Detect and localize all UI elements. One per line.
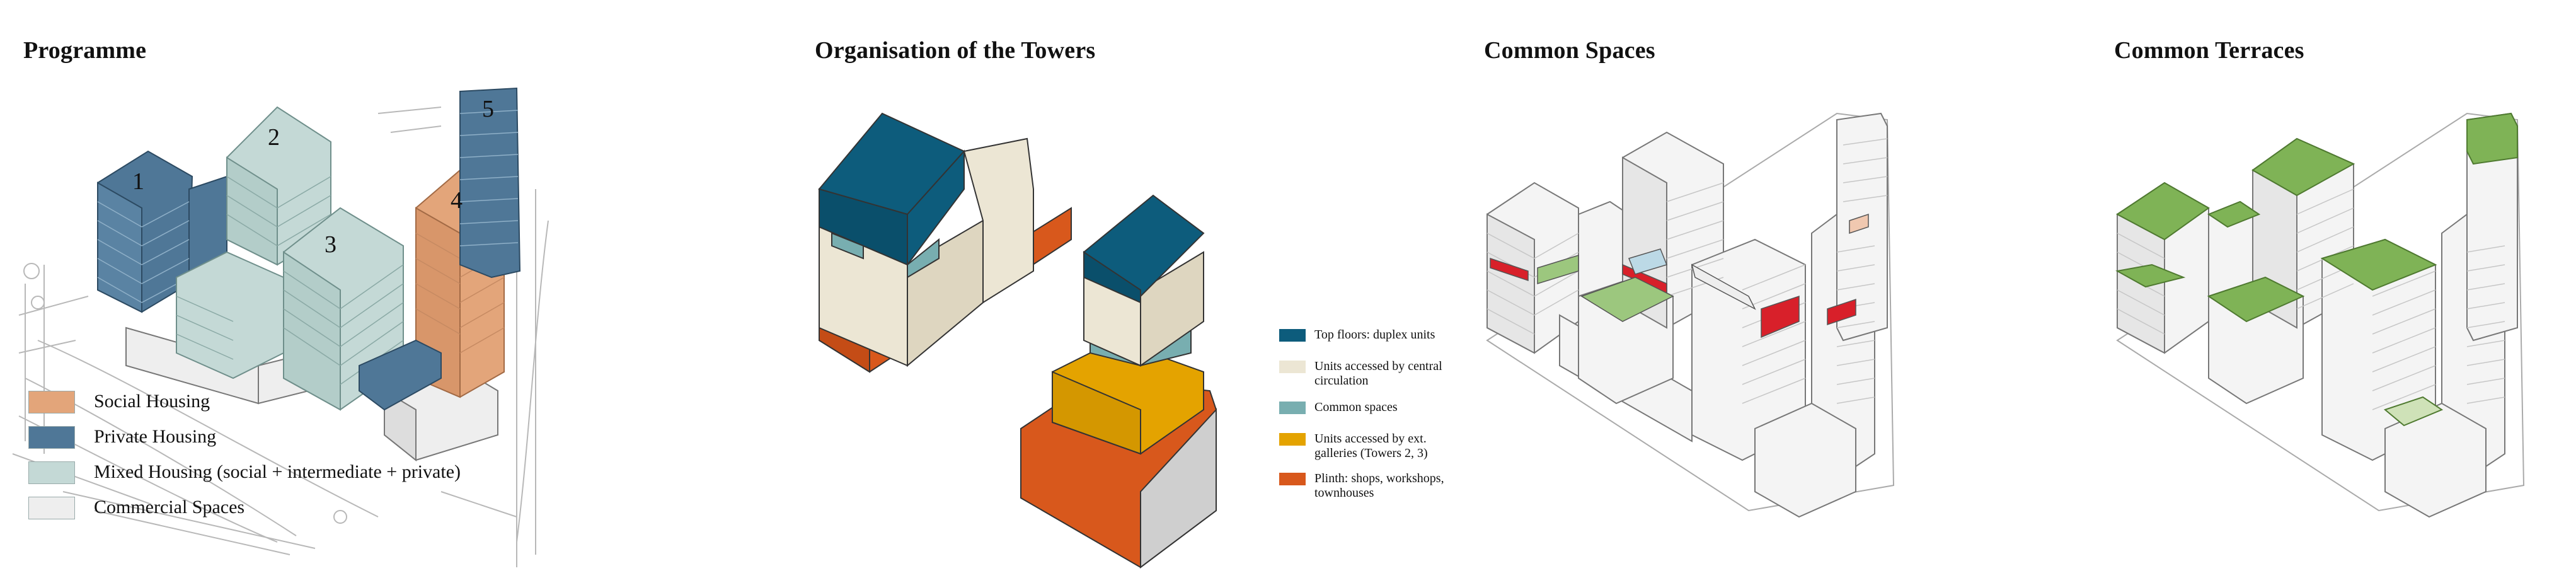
legend-swatch-mixed xyxy=(28,461,75,484)
legend-label: Common spaces xyxy=(1314,400,1398,414)
programme-title: Programme xyxy=(23,37,147,64)
common-terraces-panel: Common Terraces xyxy=(2114,0,2555,578)
site-outline xyxy=(2116,112,2525,512)
legend-item-top-floors: Top floors: duplex units xyxy=(1279,328,1463,342)
legend-swatch-galleries xyxy=(1279,433,1306,446)
tower-3-and-blocks xyxy=(176,207,404,411)
legend-item-private-housing: Private Housing xyxy=(28,426,216,449)
legend-swatch-plinth xyxy=(1279,473,1306,485)
tower-2 xyxy=(226,106,331,266)
legend-label: Units accessed by ext. galleries (Towers… xyxy=(1314,432,1428,460)
organisation-title: Organisation of the Towers xyxy=(815,37,1096,64)
legend-swatch-common xyxy=(1279,402,1306,414)
common-spaces-panel: Common Spaces xyxy=(1484,0,1925,578)
organisation-legend: Top floors: duplex units Units accessed … xyxy=(1279,328,1475,517)
tower-label-2: 2 xyxy=(268,124,280,151)
legend-item-mixed-housing: Mixed Housing (social + intermediate + p… xyxy=(28,461,461,484)
site-outline xyxy=(1486,112,1895,512)
legend-label: Plinth: shops, workshops, townhouses xyxy=(1314,471,1444,500)
organisation-panel: Organisation of the Towers xyxy=(813,0,1506,578)
common-spaces-axonometric xyxy=(1486,112,1895,518)
legend-item-common-spaces: Common spaces xyxy=(1279,400,1463,415)
tower-b-exploded xyxy=(1020,194,1217,569)
tower-label-4: 4 xyxy=(451,187,463,214)
tower-number-labels: 1 2 3 4 5 xyxy=(132,96,494,258)
legend-label: Social Housing xyxy=(94,391,210,412)
tower-label-1: 1 xyxy=(132,168,144,195)
legend-swatch-central xyxy=(1279,361,1306,373)
programme-axonometric: 1 2 3 4 5 xyxy=(12,87,549,567)
legend-item-external-galleries: Units accessed by ext. galleries (Towers… xyxy=(1279,432,1463,461)
programme-panel: Programme xyxy=(0,0,580,578)
floor-lines xyxy=(1486,138,1888,404)
legend-swatch-commercial xyxy=(28,497,75,519)
common-terraces-axonometric xyxy=(2115,112,2525,518)
legend-swatch-social xyxy=(28,391,75,413)
legend-item-central-circulation: Units accessed by central circulation xyxy=(1279,359,1463,388)
legend-label: Units accessed by central circulation xyxy=(1314,359,1442,388)
tower-a-exploded xyxy=(818,112,1072,373)
organisation-axonometric xyxy=(818,112,1217,569)
legend-label: Mixed Housing (social + intermediate + p… xyxy=(94,461,461,482)
legend-item-plinth: Plinth: shops, workshops, townhouses xyxy=(1279,471,1463,500)
tower-label-5: 5 xyxy=(482,96,494,122)
tower-label-3: 3 xyxy=(325,231,336,258)
common-spaces-title: Common Spaces xyxy=(1484,37,1655,64)
tower-5 xyxy=(459,87,521,279)
legend-label: Private Housing xyxy=(94,426,217,447)
programme-legend: Social Housing Private Housing Mixed Hou… xyxy=(28,391,532,542)
highlighted-common-spaces xyxy=(1490,213,1869,338)
legend-label: Commercial Spaces xyxy=(94,497,245,517)
legend-item-social-housing: Social Housing xyxy=(28,391,210,413)
legend-swatch-private xyxy=(28,426,75,449)
highlighted-terraces xyxy=(2115,112,2518,427)
legend-swatch-top-floors xyxy=(1279,329,1306,342)
common-terraces-title: Common Terraces xyxy=(2114,37,2304,64)
tower-1 xyxy=(97,150,227,313)
legend-item-commercial: Commercial Spaces xyxy=(28,497,244,519)
legend-label: Top floors: duplex units xyxy=(1314,328,1435,342)
